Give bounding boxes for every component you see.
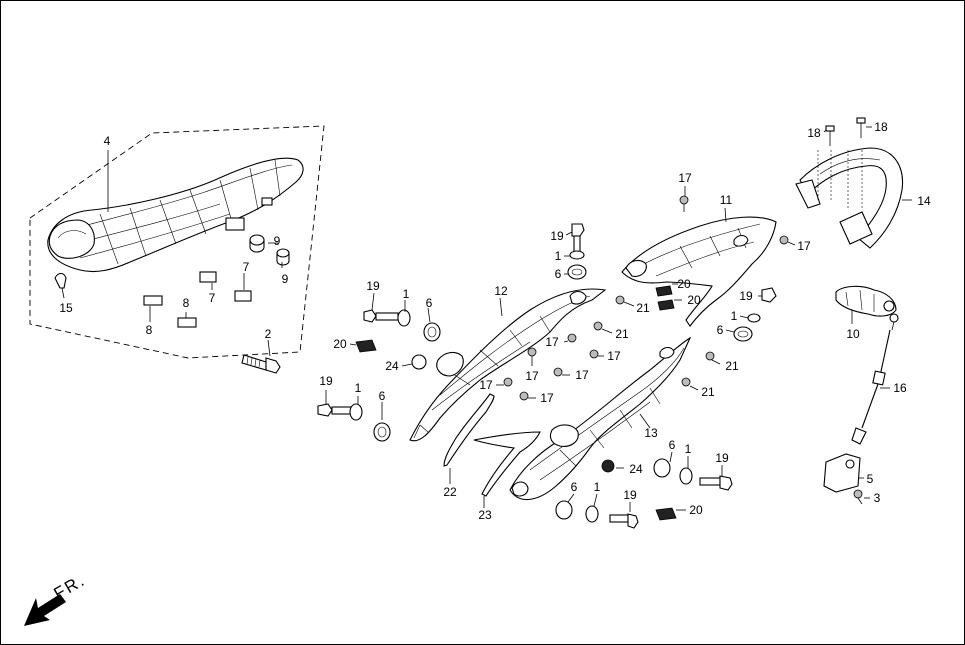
callout-11: 11 xyxy=(720,193,733,207)
cable-16 xyxy=(851,313,899,445)
callout-17: 17 xyxy=(545,335,559,349)
seat-assembly-group xyxy=(29,125,325,359)
callout-22: 22 xyxy=(443,485,457,499)
seat-group-dashed-outline xyxy=(29,125,325,359)
callout-14: 14 xyxy=(917,194,931,208)
seat xyxy=(47,157,304,273)
callout-20: 20 xyxy=(687,293,701,307)
callout-1: 1 xyxy=(685,442,692,456)
callout-17: 17 xyxy=(797,239,811,253)
bracket-8a xyxy=(143,295,163,306)
callout-20: 20 xyxy=(689,503,703,517)
callout-19: 19 xyxy=(366,279,380,293)
callout-17: 17 xyxy=(479,378,493,392)
bracket-8b xyxy=(177,317,197,328)
callout-1: 1 xyxy=(594,480,601,494)
grommet-9a xyxy=(249,234,265,253)
callout-15: 15 xyxy=(59,301,73,315)
bracket-5 xyxy=(823,453,864,493)
screws-17-21 xyxy=(496,186,796,401)
bracket-7a xyxy=(199,271,217,283)
callout-21: 21 xyxy=(701,385,715,399)
left-lower-fasteners xyxy=(317,390,391,442)
callout-10: 10 xyxy=(846,327,860,341)
callout-4: 4 xyxy=(104,134,111,148)
callout-1: 1 xyxy=(555,249,562,263)
grab-rail-14 xyxy=(795,117,912,249)
side-cover-13 xyxy=(509,336,692,501)
clip-15 xyxy=(54,272,67,289)
callout-6: 6 xyxy=(717,323,724,337)
strip-23 xyxy=(473,431,541,508)
callout-1: 1 xyxy=(355,381,362,395)
callout-5: 5 xyxy=(867,472,874,486)
center-fasteners xyxy=(564,223,587,280)
strip-22 xyxy=(443,393,495,484)
seat-small-parts xyxy=(54,234,290,328)
callout-18: 18 xyxy=(874,120,888,134)
grommet-9b xyxy=(276,248,290,266)
bolt-2 xyxy=(241,339,281,374)
callout-16: 16 xyxy=(893,381,907,395)
callout-20: 20 xyxy=(677,277,691,291)
callout-6: 6 xyxy=(571,480,578,494)
callout-1: 1 xyxy=(731,309,738,323)
callout-18: 18 xyxy=(807,126,821,140)
callout-21: 21 xyxy=(636,301,650,315)
callout-17: 17 xyxy=(678,171,692,185)
front-direction-arrow: FR. xyxy=(24,570,89,626)
side-cover-12 xyxy=(409,288,607,442)
bracket-7b xyxy=(234,290,252,302)
screw-3 xyxy=(853,489,870,505)
bottom-fasteners xyxy=(555,451,733,529)
callout-13: 13 xyxy=(644,426,658,440)
callout-6: 6 xyxy=(426,296,433,310)
callout-23: 23 xyxy=(478,508,492,522)
callout-labels: 4 9 9 7 7 8 8 15 2 19 1 6 20 24 19 1 6 1… xyxy=(59,120,931,522)
callout-17: 17 xyxy=(525,369,539,383)
callout-17: 17 xyxy=(575,368,589,382)
callout-19: 19 xyxy=(319,374,333,388)
front-direction-label: FR. xyxy=(51,570,89,603)
callout-1: 1 xyxy=(403,287,410,301)
left-upper-fasteners xyxy=(349,292,441,370)
callout-8: 8 xyxy=(183,296,190,310)
bolts-18 xyxy=(823,117,872,146)
callout-9: 9 xyxy=(282,272,289,286)
callout-6: 6 xyxy=(555,267,562,281)
callout-19: 19 xyxy=(623,488,637,502)
callout-7: 7 xyxy=(243,260,250,274)
callout-19: 19 xyxy=(550,229,564,243)
callout-7: 7 xyxy=(209,291,216,305)
callout-20: 20 xyxy=(333,337,347,351)
clips-20 xyxy=(655,283,682,311)
callout-9: 9 xyxy=(274,234,281,248)
callout-6: 6 xyxy=(379,389,386,403)
callout-17: 17 xyxy=(540,391,554,405)
callout-21: 21 xyxy=(725,359,739,373)
callout-12: 12 xyxy=(494,284,508,298)
callout-3: 3 xyxy=(874,491,881,505)
callout-8: 8 xyxy=(146,323,153,337)
callout-17: 17 xyxy=(607,349,621,363)
seat-latch-10 xyxy=(835,285,897,324)
callout-2: 2 xyxy=(265,327,272,341)
tail-cover-11 xyxy=(621,207,777,327)
callout-19: 19 xyxy=(715,451,729,465)
callout-6: 6 xyxy=(669,438,676,452)
callout-24: 24 xyxy=(385,359,399,373)
callout-24: 24 xyxy=(629,462,643,476)
right-upper-fasteners xyxy=(725,287,777,342)
callout-21: 21 xyxy=(615,327,629,341)
callout-19: 19 xyxy=(739,289,753,303)
